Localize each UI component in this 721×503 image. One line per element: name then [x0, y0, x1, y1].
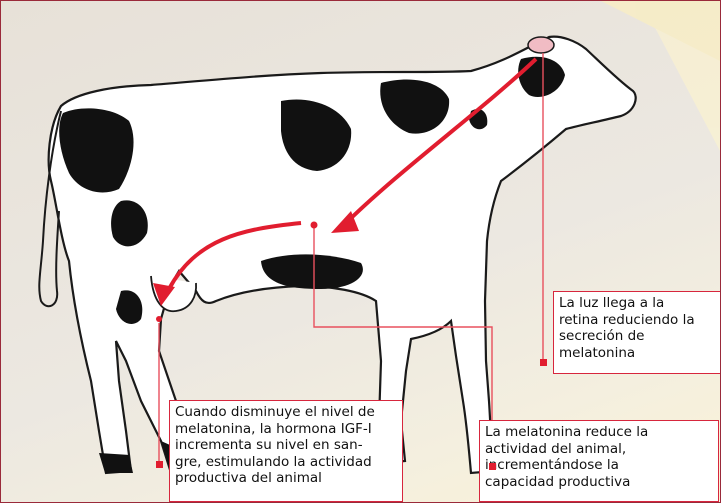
marker-retina	[540, 359, 547, 366]
hormone-arrows	[153, 57, 538, 322]
callout-melatonin: La melatonina reduce la actividad del an…	[479, 420, 719, 502]
callout-igf: Cuando disminuye el nivel de melatonina,…	[169, 400, 403, 502]
light-rays	[601, 1, 720, 151]
udder-dot	[156, 316, 162, 322]
arrow-body-to-udder-icon	[167, 221, 302, 290]
leader-lines	[158, 53, 544, 465]
gland-dot	[310, 221, 318, 229]
eye-icon	[527, 36, 555, 54]
cow-tail	[38, 110, 62, 308]
arrow-eye-to-body-icon	[344, 57, 538, 225]
marker-igf	[156, 461, 163, 468]
callout-retina: La luz llega a la retina reduciendo la s…	[553, 291, 720, 374]
leader-line-melatonin	[313, 227, 493, 465]
marker-melatonin	[489, 463, 496, 470]
